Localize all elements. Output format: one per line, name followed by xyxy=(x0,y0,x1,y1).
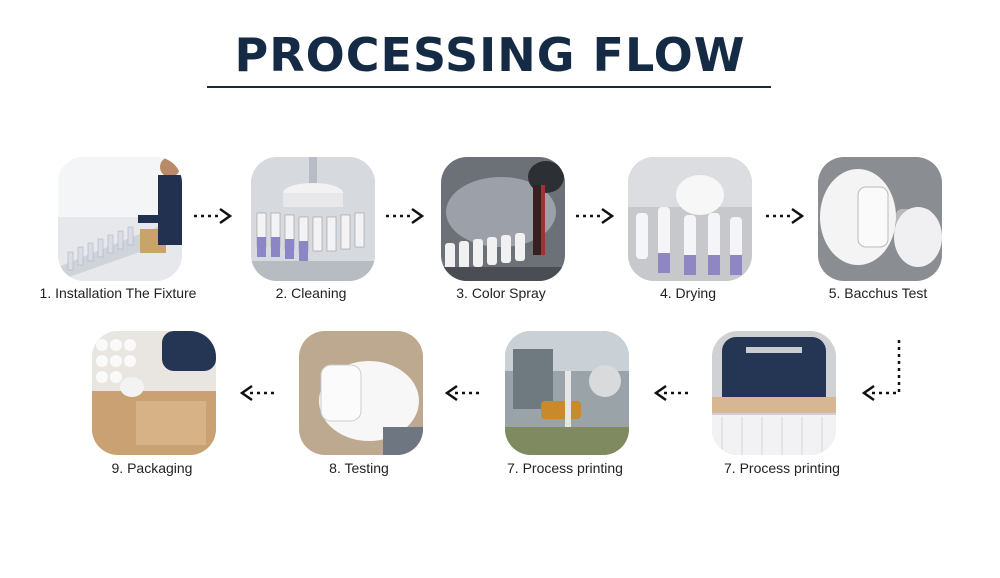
step-label-installation: 1. Installation The Fixture xyxy=(39,285,197,301)
photo-installation-fixture xyxy=(58,157,182,281)
photo-testing xyxy=(299,331,423,455)
photo-color-spray xyxy=(441,157,565,281)
arrow-left-icon xyxy=(239,384,278,402)
title-underline xyxy=(207,86,771,88)
arrow-right-icon xyxy=(576,207,615,225)
step-label-process-printing-a: 7. Process printing xyxy=(724,460,840,476)
step-label-drying: 4. Drying xyxy=(659,285,717,301)
photo-bacchus-test xyxy=(818,157,942,281)
arrow-left-icon xyxy=(444,384,483,402)
arrow-left-icon xyxy=(861,384,900,402)
arrow-left-icon xyxy=(653,384,692,402)
photo-packaging xyxy=(92,331,216,455)
photo-cleaning xyxy=(251,157,375,281)
photo-process-printing-operator xyxy=(712,331,836,455)
step-label-color-spray: 3. Color Spray xyxy=(456,285,546,301)
photo-drying xyxy=(628,157,752,281)
step-label-cleaning: 2. Cleaning xyxy=(275,285,347,301)
step-label-process-printing-b: 7. Process printing xyxy=(507,460,623,476)
arrow-right-icon xyxy=(386,207,425,225)
step-label-bacchus-test: 5. Bacchus Test xyxy=(828,285,928,301)
arrow-right-icon xyxy=(194,207,233,225)
page-title: PROCESSING FLOW xyxy=(234,28,746,82)
arrow-right-icon xyxy=(766,207,805,225)
dotted-connector xyxy=(897,340,901,392)
photo-process-printing-machine xyxy=(505,331,629,455)
step-label-testing: 8. Testing xyxy=(329,460,389,476)
step-label-packaging: 9. Packaging xyxy=(111,460,193,476)
